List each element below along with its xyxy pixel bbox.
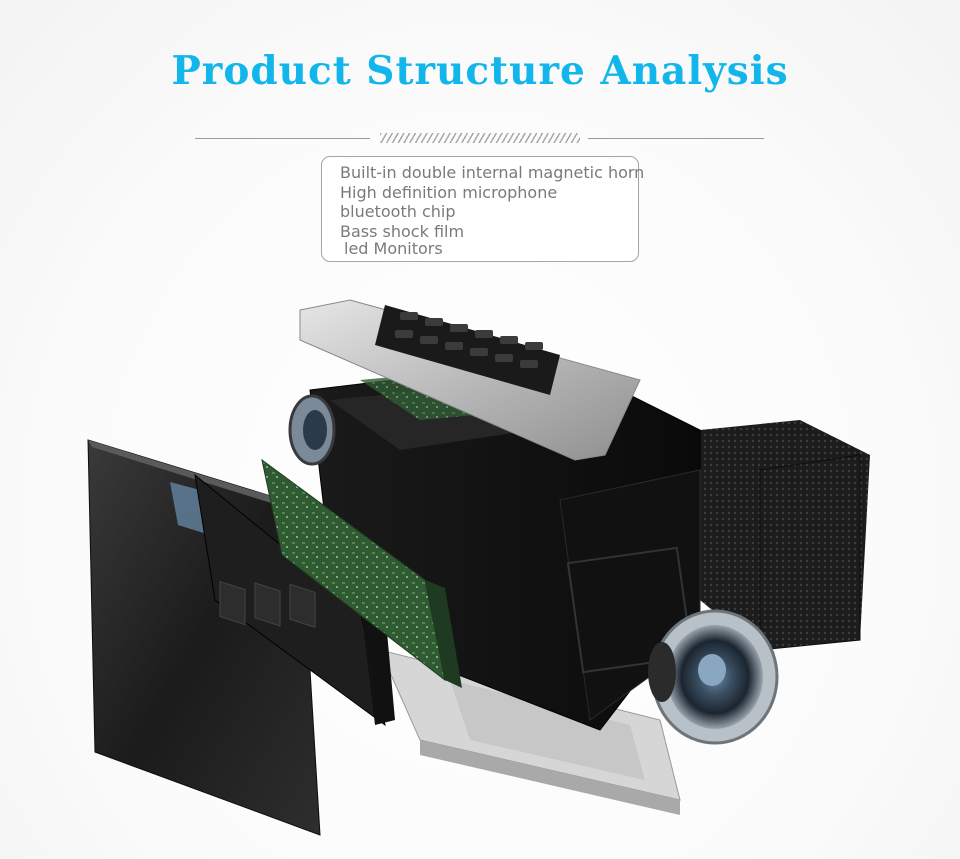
feature-item: led Monitors	[344, 239, 443, 258]
top-button-plate	[299, 299, 641, 461]
base-tray	[379, 649, 681, 815]
feature-item: bluetooth chip	[340, 202, 456, 221]
feature-item: High definition microphone	[340, 182, 558, 202]
hatched-divider	[380, 133, 580, 143]
feature-list-box: Built-in double internal magnetic horn H…	[321, 156, 645, 262]
divider-right	[588, 138, 764, 139]
front-driver	[648, 609, 779, 745]
page-title: Product Structure Analysis	[171, 48, 789, 94]
circuit-board	[261, 458, 462, 688]
feature-item: Bass shock film	[340, 221, 465, 241]
speaker-grille	[700, 420, 870, 651]
divider-left	[195, 138, 370, 139]
led-display-frame	[194, 473, 395, 727]
feature-item: Built-in double internal magnetic horn	[340, 163, 645, 182]
left-driver	[288, 394, 336, 466]
speaker-exploded-view	[87, 299, 870, 836]
